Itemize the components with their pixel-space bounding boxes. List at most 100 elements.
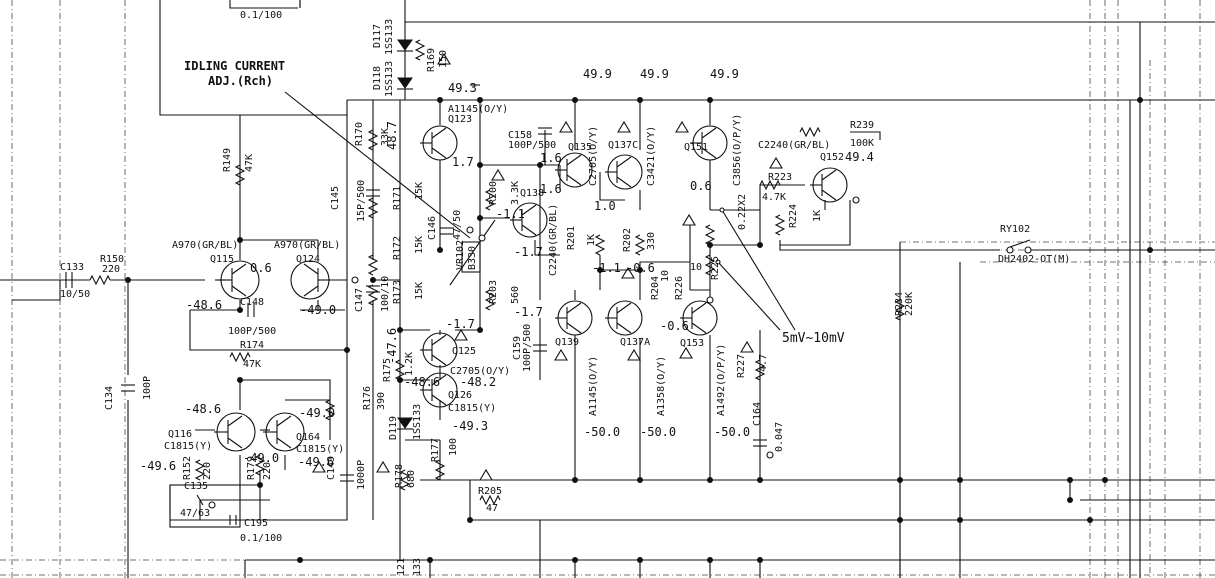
c148-ref: C148 <box>240 297 264 308</box>
r173-ref: R173 <box>392 280 403 304</box>
c135-ref: C135 <box>184 481 208 492</box>
q139-value: A1145(O/Y) <box>588 356 599 416</box>
q152-value: C2240(GR/BL) <box>758 140 830 151</box>
voltage-label: -1.7 <box>446 317 475 331</box>
r149-ref: R149 <box>222 148 233 172</box>
voltage-label: -50.0 <box>714 425 750 439</box>
c146-ref: C146 <box>427 216 438 240</box>
transistor-q125 <box>420 332 458 368</box>
voltage-label: 49.4 <box>845 150 874 164</box>
r169-ref: R169 <box>426 48 437 72</box>
r239-value: 100K <box>850 138 874 149</box>
transistor-q152 <box>810 167 848 203</box>
voltage-label: -50.0 <box>640 425 676 439</box>
vr102-value: B330 <box>467 246 478 270</box>
voltage-label: 49.9 <box>640 67 669 81</box>
c158-value: 100P/500 <box>508 140 556 151</box>
c134-ref: C134 <box>104 386 115 410</box>
diode-d117 <box>397 39 413 52</box>
q126-value: C1815(Y) <box>448 403 496 414</box>
junction-dots <box>125 97 1153 563</box>
d117-value: 1SS133 <box>384 19 395 55</box>
test-points <box>208 196 860 509</box>
c148-value: 100P/500 <box>228 326 276 337</box>
q135-ref: Q135 <box>568 142 592 153</box>
r234-ref: R234 <box>894 292 905 316</box>
voltage-label: 1.6 <box>540 182 562 196</box>
q137a-ref: Q137A <box>620 337 650 348</box>
voltage-label: 49.3 <box>448 81 477 95</box>
voltage-label: 49.9 <box>710 67 739 81</box>
bottom-label-2: 133 <box>412 558 423 576</box>
transistor-q139 <box>555 300 593 336</box>
r203-value: 560 <box>510 286 521 304</box>
q115-ref: Q115 <box>210 254 234 265</box>
r179-value: 220 <box>262 462 273 480</box>
c-top-value: 0.1/100 <box>240 10 282 21</box>
voltage-label: -48.6 <box>185 402 221 416</box>
r175-ref: R175 <box>382 358 393 382</box>
d119-ref: D119 <box>388 416 399 440</box>
r202-ref: R202 <box>622 228 633 252</box>
voltage-label: 0.6 <box>250 261 272 275</box>
r169-value: 150 <box>438 50 449 68</box>
r174-ref: R174 <box>240 340 264 351</box>
voltage-label: -49.0 <box>243 451 279 465</box>
voltage-label: -48.2 <box>460 375 496 389</box>
r172-ref: R172 <box>392 236 403 260</box>
c146-value: 47/50 <box>452 210 463 240</box>
r204-ref: R204 <box>650 276 661 300</box>
r173-value: 15K <box>414 282 425 300</box>
r202-value: 330 <box>646 232 657 250</box>
vr102-ref: VR102 <box>455 240 466 270</box>
r224-ref: R224 <box>788 204 799 228</box>
q137c-value: C3421(O/Y) <box>646 126 657 186</box>
transistor-q164 <box>263 412 305 452</box>
warning-triangles <box>312 52 783 481</box>
r234-value: 220K <box>904 292 915 316</box>
q151-ref: Q151 <box>684 142 708 153</box>
q139-ref: Q139 <box>555 337 579 348</box>
voltage-label: 1.7 <box>452 155 474 169</box>
r174-value: 47K <box>243 359 261 370</box>
q125-ref: Q125 <box>452 346 476 357</box>
voltage-label: -50.0 <box>584 425 620 439</box>
annotation-pointers <box>284 91 796 331</box>
c158-ref: C158 <box>508 130 532 141</box>
voltage-label: -49.6 <box>298 455 334 469</box>
r226-value: 10 <box>690 262 702 273</box>
voltage-label: -1.1 <box>592 261 621 275</box>
c159-value: 100P/500 <box>522 324 533 372</box>
capacitors <box>65 0 767 528</box>
r200-ref: R200 <box>488 181 499 205</box>
voltage-labels: 49.3 48.7 1.7 1.6 1.6 49.9 49.9 49.9 49.… <box>140 67 874 473</box>
q137c-ref: Q137C <box>608 140 638 151</box>
c135-value: 47/63 <box>180 508 210 519</box>
voltage-label: 49.9 <box>583 67 612 81</box>
voltage-label: 48.7 <box>385 121 399 150</box>
r203-ref: R203 <box>488 280 499 304</box>
r201-value: 1K <box>586 234 597 246</box>
voltage-label: -1.7 <box>514 305 543 319</box>
transistor-q153 <box>680 300 718 336</box>
r225-value: 0.22X2 <box>737 194 748 230</box>
voltage-label: -0.6 <box>626 261 655 275</box>
ry102-ref: RY102 <box>1000 224 1030 235</box>
transistor-q126 <box>420 372 458 408</box>
d118-ref: D118 <box>372 66 383 90</box>
voltage-label: 0.6 <box>690 179 712 193</box>
r223-ref: R223 <box>768 172 792 183</box>
r200-value: 3.3K <box>510 181 521 205</box>
transistor-q135 <box>555 152 593 188</box>
transistor-q123 <box>420 125 458 161</box>
d117-ref: D117 <box>372 24 383 48</box>
voltage-label: -47.6 <box>385 328 399 364</box>
c195-value: 0.1/100 <box>240 533 282 544</box>
q125-value: C2705(O/Y) <box>450 366 510 377</box>
r170-value: 33K <box>380 128 391 146</box>
q124-ref: Q124 <box>296 254 320 265</box>
r223-value: 4.7K <box>762 192 786 203</box>
q151-value: C3856(O/P/Y) <box>732 114 743 186</box>
r176-ref: R176 <box>362 386 373 410</box>
